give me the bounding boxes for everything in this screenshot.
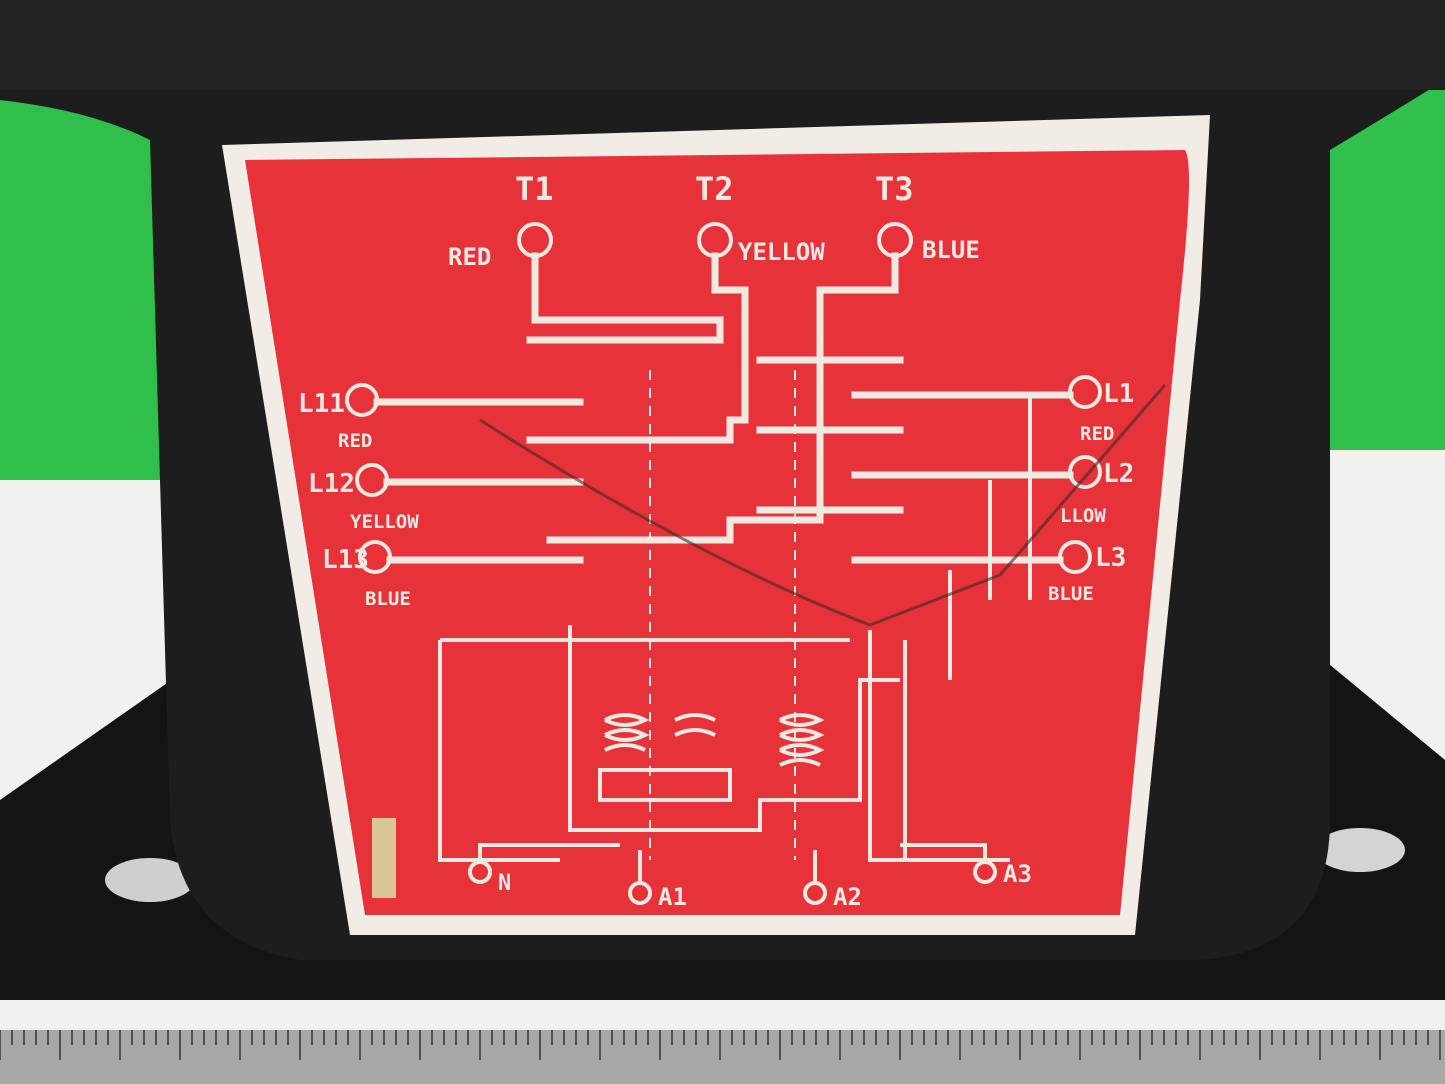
terminal-l11-color: RED xyxy=(338,430,372,452)
ruler-ticks xyxy=(0,1030,1441,1060)
terminal-l1-id: L1 xyxy=(1103,379,1134,409)
terminal-a2: A2 xyxy=(833,883,862,911)
mounting-hole-right xyxy=(1315,828,1405,872)
terminal-l13-color: BLUE xyxy=(365,588,411,610)
terminal-l2-color: LLOW xyxy=(1060,505,1106,527)
terminal-l2-id: L2 xyxy=(1103,459,1134,489)
terminal-t3-color: BLUE xyxy=(922,236,980,264)
terminal-a3: A3 xyxy=(1003,860,1032,888)
terminal-l3-id: L3 xyxy=(1095,543,1126,573)
mounting-hole-left xyxy=(105,858,195,902)
terminal-l12-color: YELLOW xyxy=(350,511,419,533)
terminal-a1: A1 xyxy=(658,883,687,911)
terminal-l12-id: L12 xyxy=(308,469,355,499)
terminal-l3-color: BLUE xyxy=(1048,583,1094,605)
terminal-l11-id: L11 xyxy=(298,389,345,419)
background-green-right xyxy=(1330,90,1445,450)
ruler xyxy=(0,1030,1445,1084)
tape-scrap xyxy=(372,818,396,898)
terminal-n: N xyxy=(498,871,511,896)
terminal-t1-color: RED xyxy=(448,243,491,271)
terminal-t2-color: YELLOW xyxy=(738,238,825,266)
wiring-diagram xyxy=(345,222,1102,905)
terminal-l1-color: RED xyxy=(1080,423,1114,445)
label-red-field xyxy=(245,150,1189,915)
label-tear xyxy=(479,384,1167,627)
terminal-l13-id: L13 xyxy=(322,545,369,575)
background-green-left xyxy=(0,100,160,480)
terminal-t3-id: T3 xyxy=(875,170,914,208)
relay-top-rim xyxy=(0,0,1445,90)
terminal-t2-id: T2 xyxy=(695,170,734,208)
terminal-t1-id: T1 xyxy=(515,170,554,208)
